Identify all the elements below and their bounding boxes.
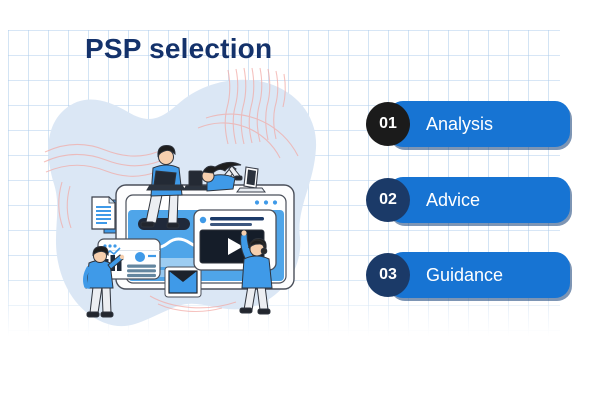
guidance-button[interactable]: Guidance xyxy=(388,252,570,298)
analysis-button[interactable]: Analysis xyxy=(388,101,570,147)
step-number-badge: 01 xyxy=(366,102,410,146)
step-row-guidance: Guidance 03 xyxy=(366,251,576,299)
advice-button[interactable]: Advice xyxy=(388,177,570,223)
page-title: PSP selection xyxy=(85,33,273,64)
step-number-badge: 03 xyxy=(366,253,410,297)
step-row-analysis: Analysis 01 xyxy=(366,100,576,148)
step-number-badge: 02 xyxy=(366,178,410,222)
step-row-advice: Advice 02 xyxy=(366,176,576,224)
